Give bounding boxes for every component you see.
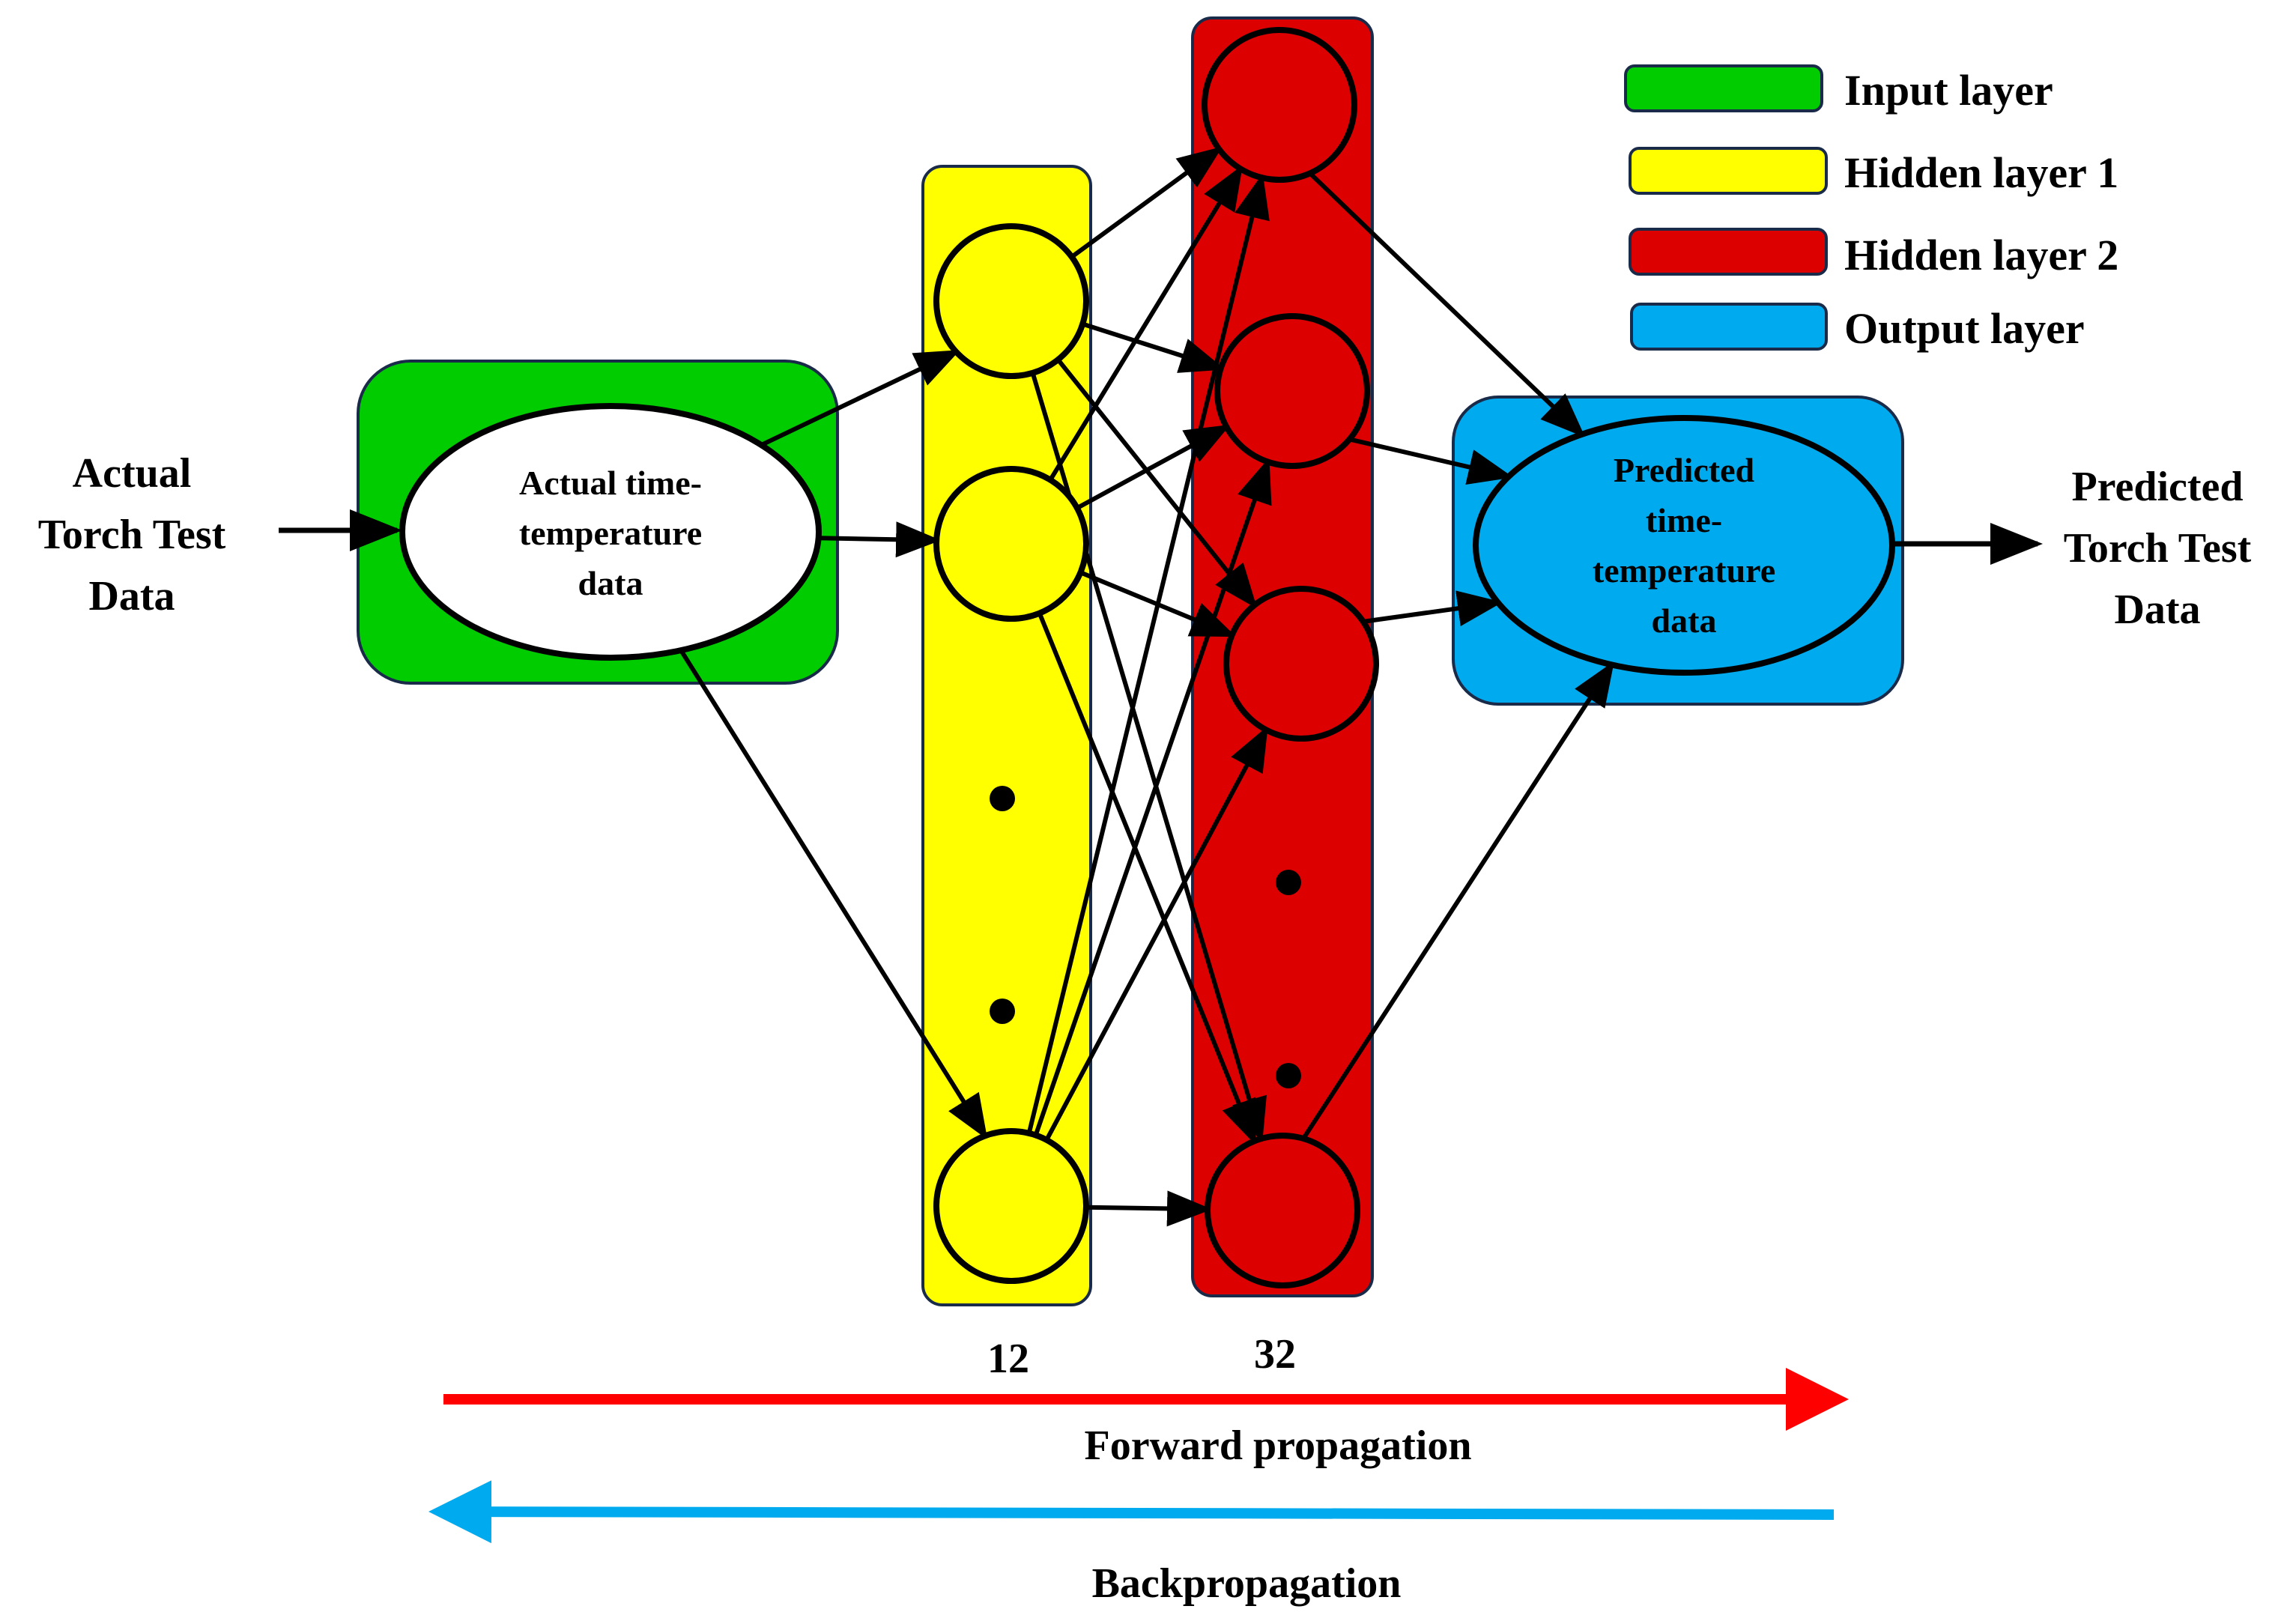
backpropagation-arrow — [428, 1480, 1835, 1544]
hidden1-count: 12 — [987, 1336, 1029, 1382]
connection-arrow-12 — [1026, 173, 1270, 1134]
output-label-line-2: Torch Test — [2064, 525, 2252, 572]
legend: Input layer Hidden layer 1 Hidden layer … — [1624, 64, 2118, 353]
connection-arrow-6 — [1056, 358, 1258, 609]
hidden1-ellipsis-dot-1 — [990, 786, 1015, 811]
connection-arrow-19 — [1301, 661, 1614, 1140]
hidden2-node-1 — [1202, 27, 1357, 183]
output-node-line-2: time- — [1646, 501, 1722, 539]
connection-arrow-4 — [1070, 146, 1223, 259]
input-label-line-3: Data — [88, 573, 175, 619]
hidden2-ellipsis-dot-1 — [1276, 870, 1301, 895]
connection-arrow-9 — [1076, 424, 1231, 510]
connection-arrow-11 — [1037, 612, 1257, 1145]
hidden2-node-3 — [1223, 586, 1379, 742]
hidden1-node-2 — [933, 466, 1089, 622]
output-node-line-4: data — [1652, 602, 1717, 640]
legend-swatch-input — [1624, 64, 1823, 112]
backpropagation-label: Backpropagation — [1092, 1560, 1402, 1607]
input-node-line-3: data — [578, 564, 643, 602]
hidden2-node-n — [1205, 1133, 1360, 1288]
hidden1-node-n — [933, 1128, 1089, 1284]
legend-label-output: Output layer — [1844, 304, 2085, 353]
connection-arrow-3 — [679, 649, 988, 1140]
input-node — [399, 403, 822, 661]
connection-arrow-13 — [1033, 457, 1272, 1136]
connection-arrow-5 — [1082, 321, 1226, 373]
legend-swatch-output — [1630, 303, 1828, 351]
hidden1-ellipsis-dot-2 — [990, 999, 1015, 1024]
legend-label-input: Input layer — [1844, 66, 2053, 115]
output-label-line-3: Data — [2114, 587, 2200, 633]
legend-swatch-hidden2 — [1629, 228, 1828, 276]
hidden2-node-2 — [1214, 313, 1370, 469]
output-label-line-1: Predicted — [2071, 464, 2243, 510]
input-label-line-2: Torch Test — [38, 512, 226, 558]
connection-arrow-18 — [1363, 590, 1503, 626]
input-label-line-1: Actual — [73, 450, 192, 497]
hidden1-node-1 — [933, 223, 1089, 379]
legend-swatch-hidden1 — [1629, 147, 1828, 195]
connection-arrow-2 — [818, 521, 942, 558]
connection-arrow-16 — [1308, 172, 1586, 437]
input-node-line-1: Actual time- — [519, 464, 702, 502]
legend-label-hidden2: Hidden layer 2 — [1844, 231, 2118, 279]
connection-arrow-8 — [1048, 165, 1244, 482]
hidden2-count: 32 — [1254, 1331, 1296, 1378]
hidden2-ellipsis-dot-2 — [1276, 1063, 1301, 1088]
output-node-line-1: Predicted — [1614, 451, 1755, 489]
input-node-line-2: temperature — [519, 514, 702, 552]
connection-arrow-14 — [1044, 725, 1268, 1142]
output-node-line-3: temperature — [1593, 551, 1775, 590]
connection-arrow-1 — [760, 349, 960, 447]
connection-arrow-15 — [1085, 1190, 1212, 1227]
legend-label-hidden1: Hidden layer 1 — [1844, 148, 2118, 197]
forward-propagation-label: Forward propagation — [1085, 1422, 1472, 1469]
connection-arrow-17 — [1348, 437, 1514, 485]
